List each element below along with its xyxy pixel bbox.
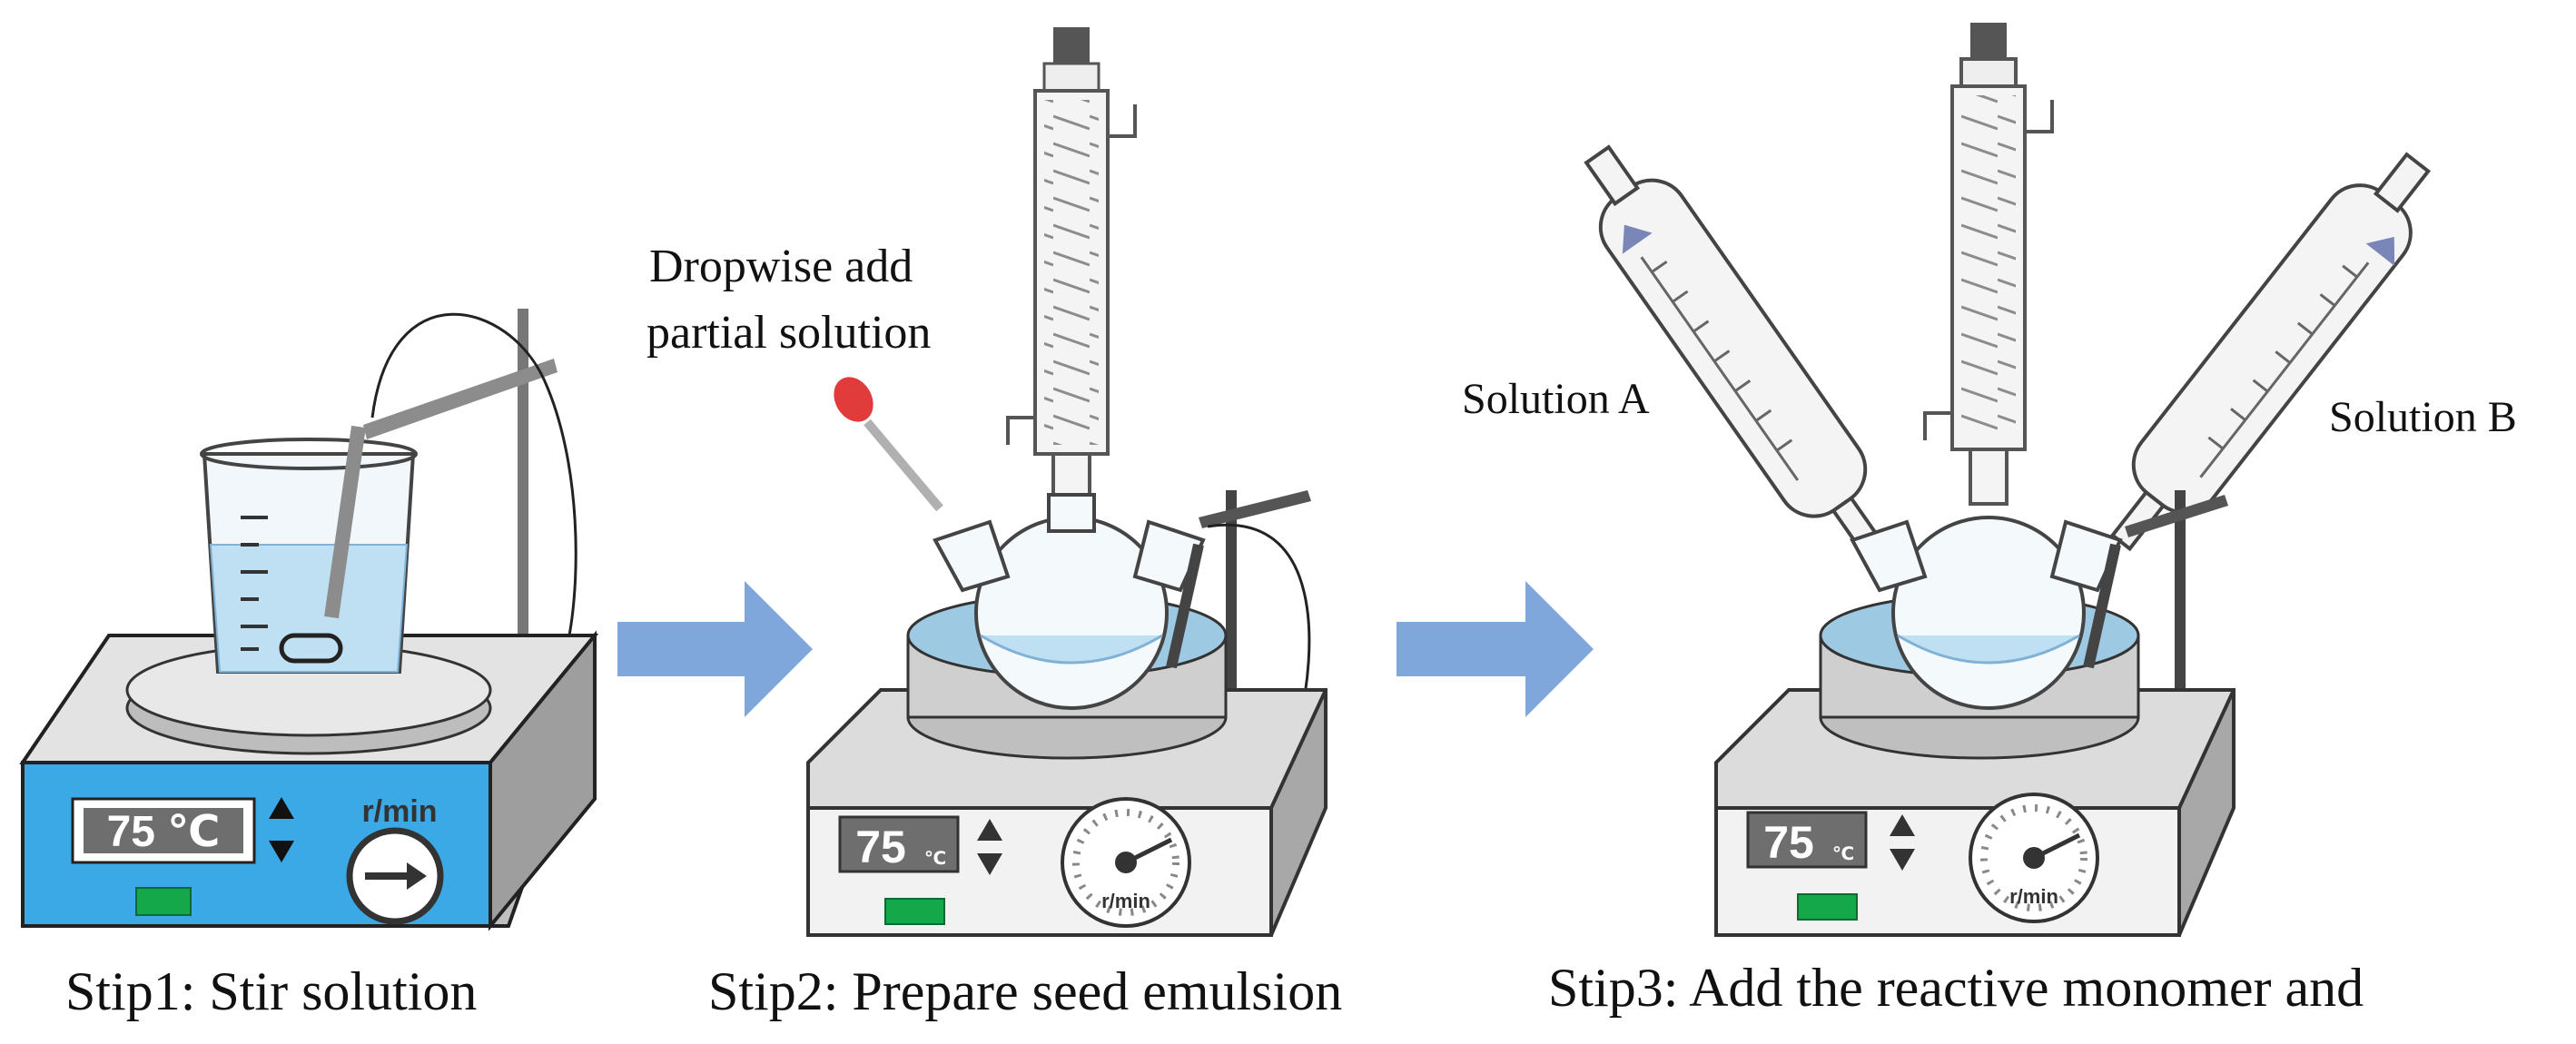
temp-up-button[interactable] xyxy=(269,797,294,819)
power-led xyxy=(1797,893,1858,921)
arrow-right-icon xyxy=(1397,581,1594,717)
power-led xyxy=(135,887,192,916)
temp-up-button[interactable] xyxy=(1890,814,1915,836)
step2-caption: Stip2: Prepare seed emulsion xyxy=(708,961,1342,1021)
step2-apparatus: Dropwise add partial solution xyxy=(646,27,1327,937)
temp-down-button[interactable] xyxy=(1890,849,1915,871)
arrow-right-icon xyxy=(617,581,813,717)
clamp-arm xyxy=(363,359,558,439)
temp-up-button[interactable] xyxy=(977,819,1002,841)
temp-readout: 75 xyxy=(1763,817,1814,868)
probe-wire xyxy=(370,312,577,645)
funnel-icon xyxy=(2109,152,2432,552)
solution-a-label: Solution A xyxy=(1462,375,1650,423)
condenser-icon xyxy=(1006,27,1137,510)
beaker-solution xyxy=(209,544,409,673)
condenser-icon xyxy=(1923,23,2054,506)
dropwise-label-line2: partial solution xyxy=(646,307,931,359)
speed-unit-label: r/min xyxy=(1101,890,1150,912)
stir-bar xyxy=(279,633,343,664)
temp-down-button[interactable] xyxy=(269,841,294,862)
dropper-icon xyxy=(834,377,943,512)
temp-readout: 75 xyxy=(855,822,906,872)
funnel-icon xyxy=(1584,144,1886,558)
step1-apparatus: 75 ℃ r/min xyxy=(19,309,599,931)
power-led xyxy=(884,898,945,925)
speed-unit-label: r/min xyxy=(2009,885,2058,908)
temp-display xyxy=(838,815,960,873)
temp-display xyxy=(84,808,243,853)
temp-down-button[interactable] xyxy=(977,853,1002,875)
beaker-graduations xyxy=(241,516,268,651)
stand-rod xyxy=(518,309,528,672)
thermometer xyxy=(324,425,366,619)
dropwise-label-line1: Dropwise add xyxy=(649,241,913,292)
step3-apparatus: Solution A Solution B xyxy=(1462,23,2517,937)
speed-unit-label: r/min xyxy=(361,794,437,829)
solution-b-label: Solution B xyxy=(2329,393,2517,441)
three-neck-flask xyxy=(974,516,1169,710)
step1-caption: Stip1: Stir solution xyxy=(65,961,477,1021)
dial-icon[interactable] xyxy=(1061,797,1191,928)
temp-unit: ℃ xyxy=(1832,844,1854,864)
temp-display xyxy=(1746,811,1868,869)
dial-icon[interactable] xyxy=(1969,793,2099,923)
temp-unit: ℃ xyxy=(924,849,946,869)
dial-icon[interactable] xyxy=(346,827,444,925)
step3-caption: Stip3: Add the reactive monomer and xyxy=(1548,958,2364,1018)
temp-readout: 75 ℃ xyxy=(107,808,221,856)
three-neck-flask xyxy=(1891,516,2086,710)
